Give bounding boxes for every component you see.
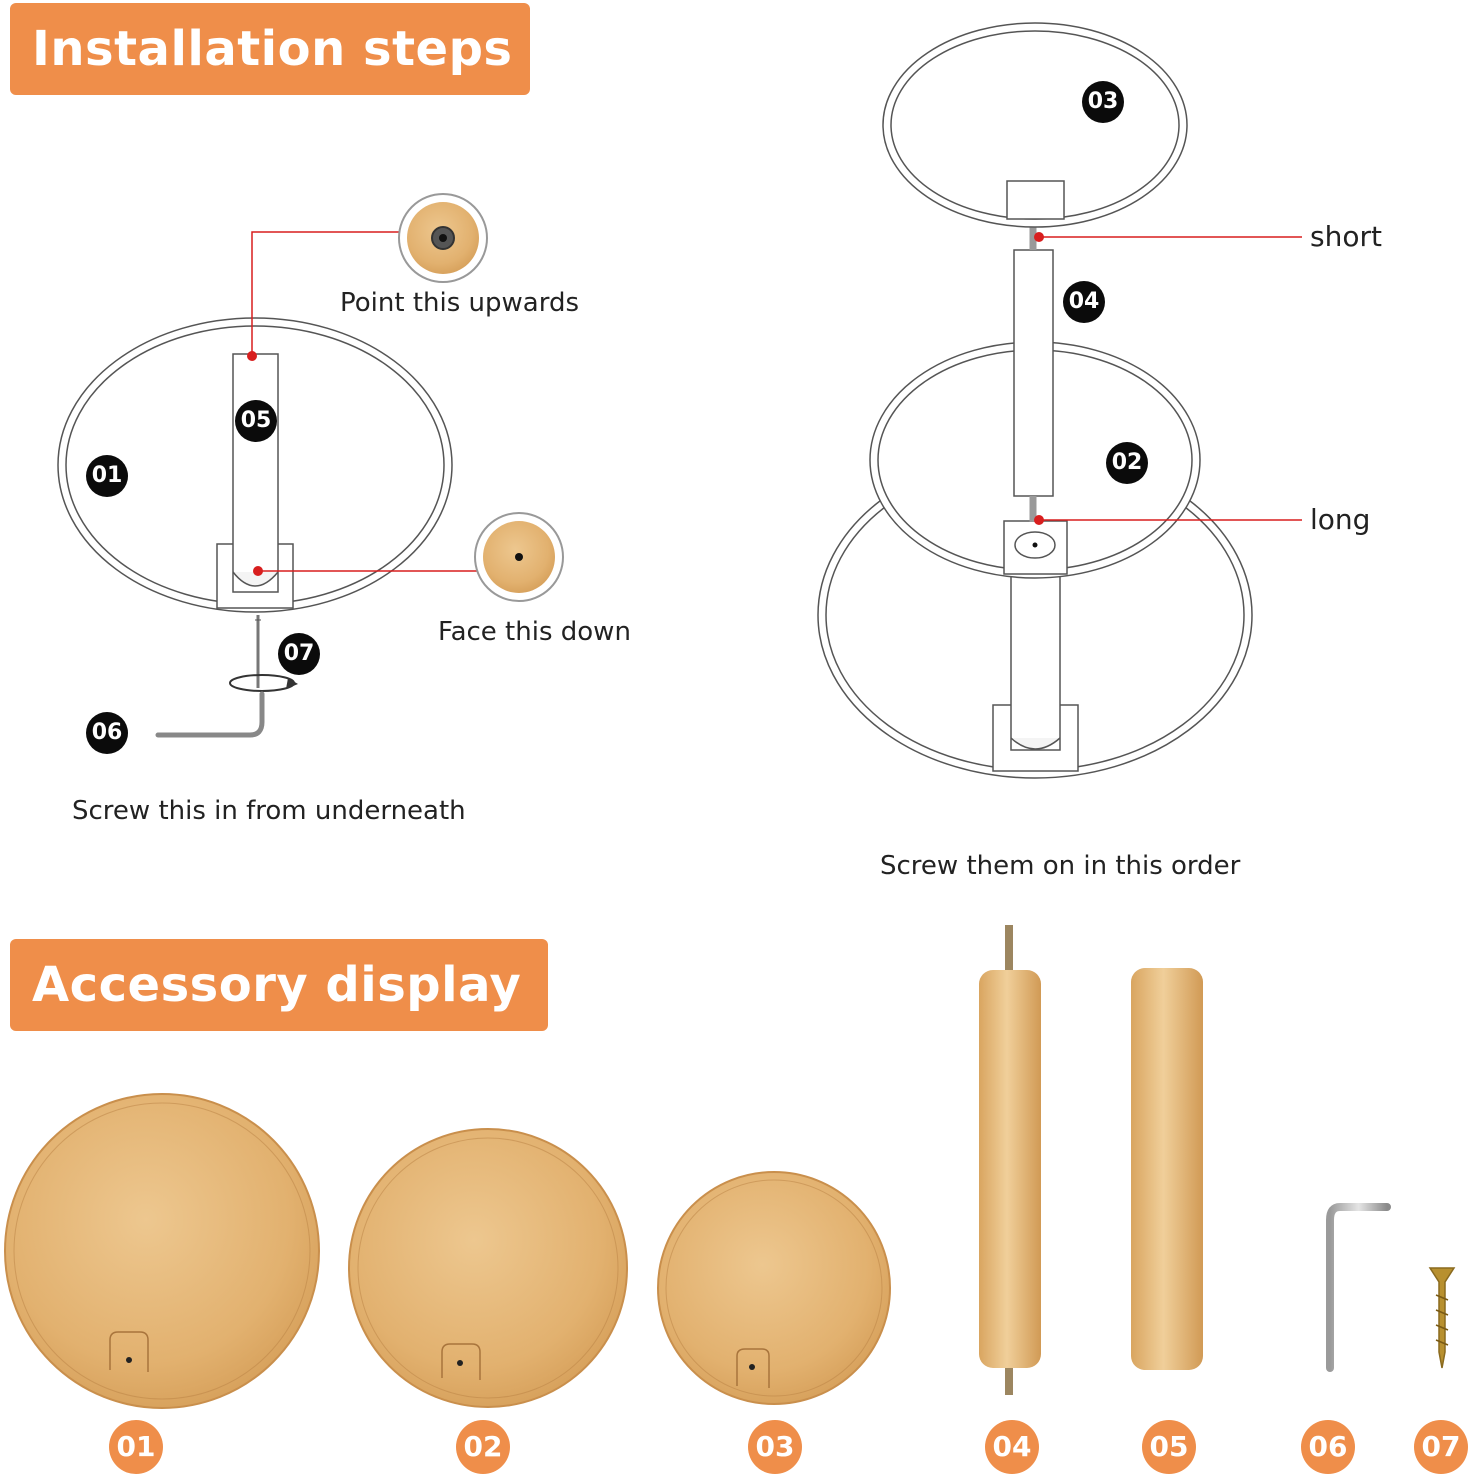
installation-steps-banner: Installation steps: [10, 3, 530, 95]
left-assembly-diagram: [57, 193, 564, 738]
accessory-display-banner: Accessory display: [10, 939, 548, 1031]
pole-04-outline: [1013, 249, 1054, 497]
badge-pole-05: 05: [235, 400, 277, 442]
right-assembly-diagram: [817, 22, 1302, 779]
accessory-label-04: 04: [985, 1420, 1039, 1474]
screw-hole-icon: [515, 553, 523, 561]
accessory-plate-03-ring: [665, 1179, 883, 1397]
accessory-plate-03: [657, 1171, 891, 1405]
accessory-label-07: 07: [1414, 1420, 1468, 1474]
caption-screw-underneath: Screw this in from underneath: [72, 796, 466, 826]
accessory-plate-02-hole: [457, 1360, 463, 1366]
accessory-plate-02: [348, 1128, 628, 1408]
caption-screw-order: Screw them on in this order: [880, 851, 1241, 881]
accessory-label-03: 03: [748, 1420, 802, 1474]
pole-05-lower-socket: [1010, 737, 1061, 750]
badge-wrench-06: 06: [86, 712, 128, 754]
pole-05-socket: [232, 571, 279, 587]
badge-plate-03: 03: [1082, 81, 1124, 123]
badge-plate-01: 01: [86, 455, 128, 497]
callout-dot-top: [247, 351, 257, 361]
screw-thread-2: [1435, 1309, 1449, 1316]
accessory-screw-07: [1428, 1267, 1456, 1369]
pole-05-lower: [1010, 559, 1061, 751]
callout-line-top: [251, 231, 402, 356]
accessory-plate-01: [4, 1093, 320, 1409]
screw-thread-1: [1435, 1294, 1449, 1301]
plate-03-notch: [1006, 180, 1065, 220]
accessory-label-05: 05: [1142, 1420, 1196, 1474]
accessory-plate-03-notch: [736, 1348, 770, 1388]
badge-plate-02: 02: [1106, 442, 1148, 484]
accessory-pole-05: [1131, 968, 1203, 1370]
rotation-arrow-icon: [229, 674, 295, 692]
pole-05-outline: [232, 353, 279, 593]
label-long: long: [1310, 503, 1371, 536]
accessory-plate-02-ring: [357, 1137, 619, 1399]
accessory-label-06: 06: [1301, 1420, 1355, 1474]
callout-point-upwards: Point this upwards: [340, 288, 579, 318]
accessory-label-02: 02: [456, 1420, 510, 1474]
plate-03-outline: [882, 22, 1188, 228]
accessory-row: [4, 925, 1456, 1409]
plate-02-hole-center: [1032, 542, 1038, 548]
accessory-pole-04: [979, 970, 1041, 1368]
badge-screw-07: 07: [278, 633, 320, 675]
hex-socket-inner: [439, 234, 447, 242]
accessory-plate-01-hole: [126, 1357, 132, 1363]
accessory-plate-02-notch: [441, 1343, 481, 1380]
callout-dot-long: [1034, 515, 1044, 525]
label-short: short: [1310, 220, 1382, 253]
accessory-plate-01-notch: [109, 1331, 149, 1372]
callout-dot-bottom: [253, 566, 263, 576]
hex-wrench-06: [155, 691, 265, 738]
badge-pole-04: 04: [1063, 281, 1105, 323]
screw-thread-4: [1435, 1339, 1449, 1346]
accessory-label-01: 01: [109, 1420, 163, 1474]
callout-face-down: Face this down: [438, 617, 631, 647]
accessory-pole-04-bottom-thread: [1005, 1365, 1013, 1395]
accessory-hex-wrench-06: [1326, 1203, 1391, 1372]
rotation-arrow-head: [286, 678, 298, 689]
screw-thread-3: [1435, 1324, 1449, 1331]
callout-dot-short: [1034, 232, 1044, 242]
accessory-pole-04-top-thread: [1005, 925, 1013, 975]
accessory-plate-01-ring: [13, 1102, 311, 1400]
accessory-plate-03-hole: [749, 1364, 755, 1370]
